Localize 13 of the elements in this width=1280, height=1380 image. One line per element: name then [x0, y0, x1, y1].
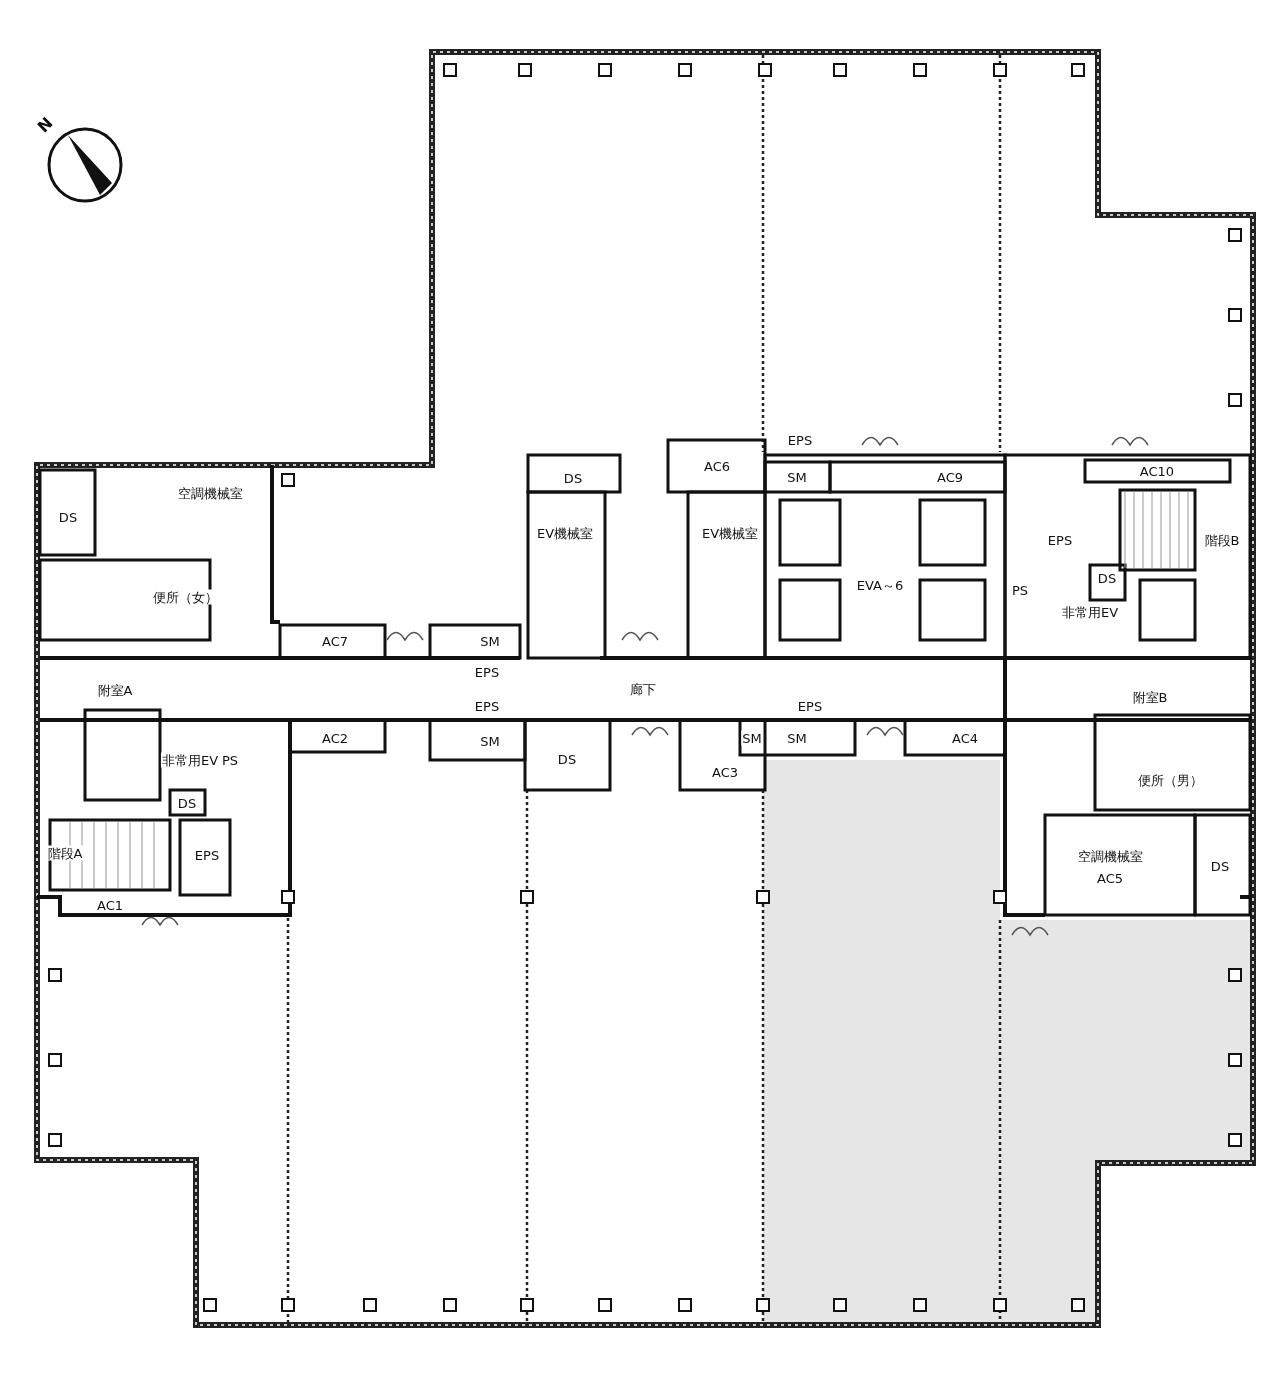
room-label: EV機械室 [535, 525, 595, 541]
room-label: 非常用EV [160, 752, 220, 768]
room-label: 附室B [1131, 689, 1169, 705]
room-label: 階段A [46, 845, 84, 861]
room-label: 廊下 [629, 681, 657, 697]
room-label: 階段B [1203, 532, 1241, 548]
room-label: EV機械室 [700, 525, 760, 541]
room-label: 空調機械室 [1076, 848, 1144, 864]
room-label: SM [741, 730, 763, 746]
room-label: 附室A [96, 682, 134, 698]
room-label: 非常用EV [1060, 604, 1120, 620]
north-label: N [34, 114, 56, 136]
room-label: 空調機械室 [176, 485, 244, 501]
